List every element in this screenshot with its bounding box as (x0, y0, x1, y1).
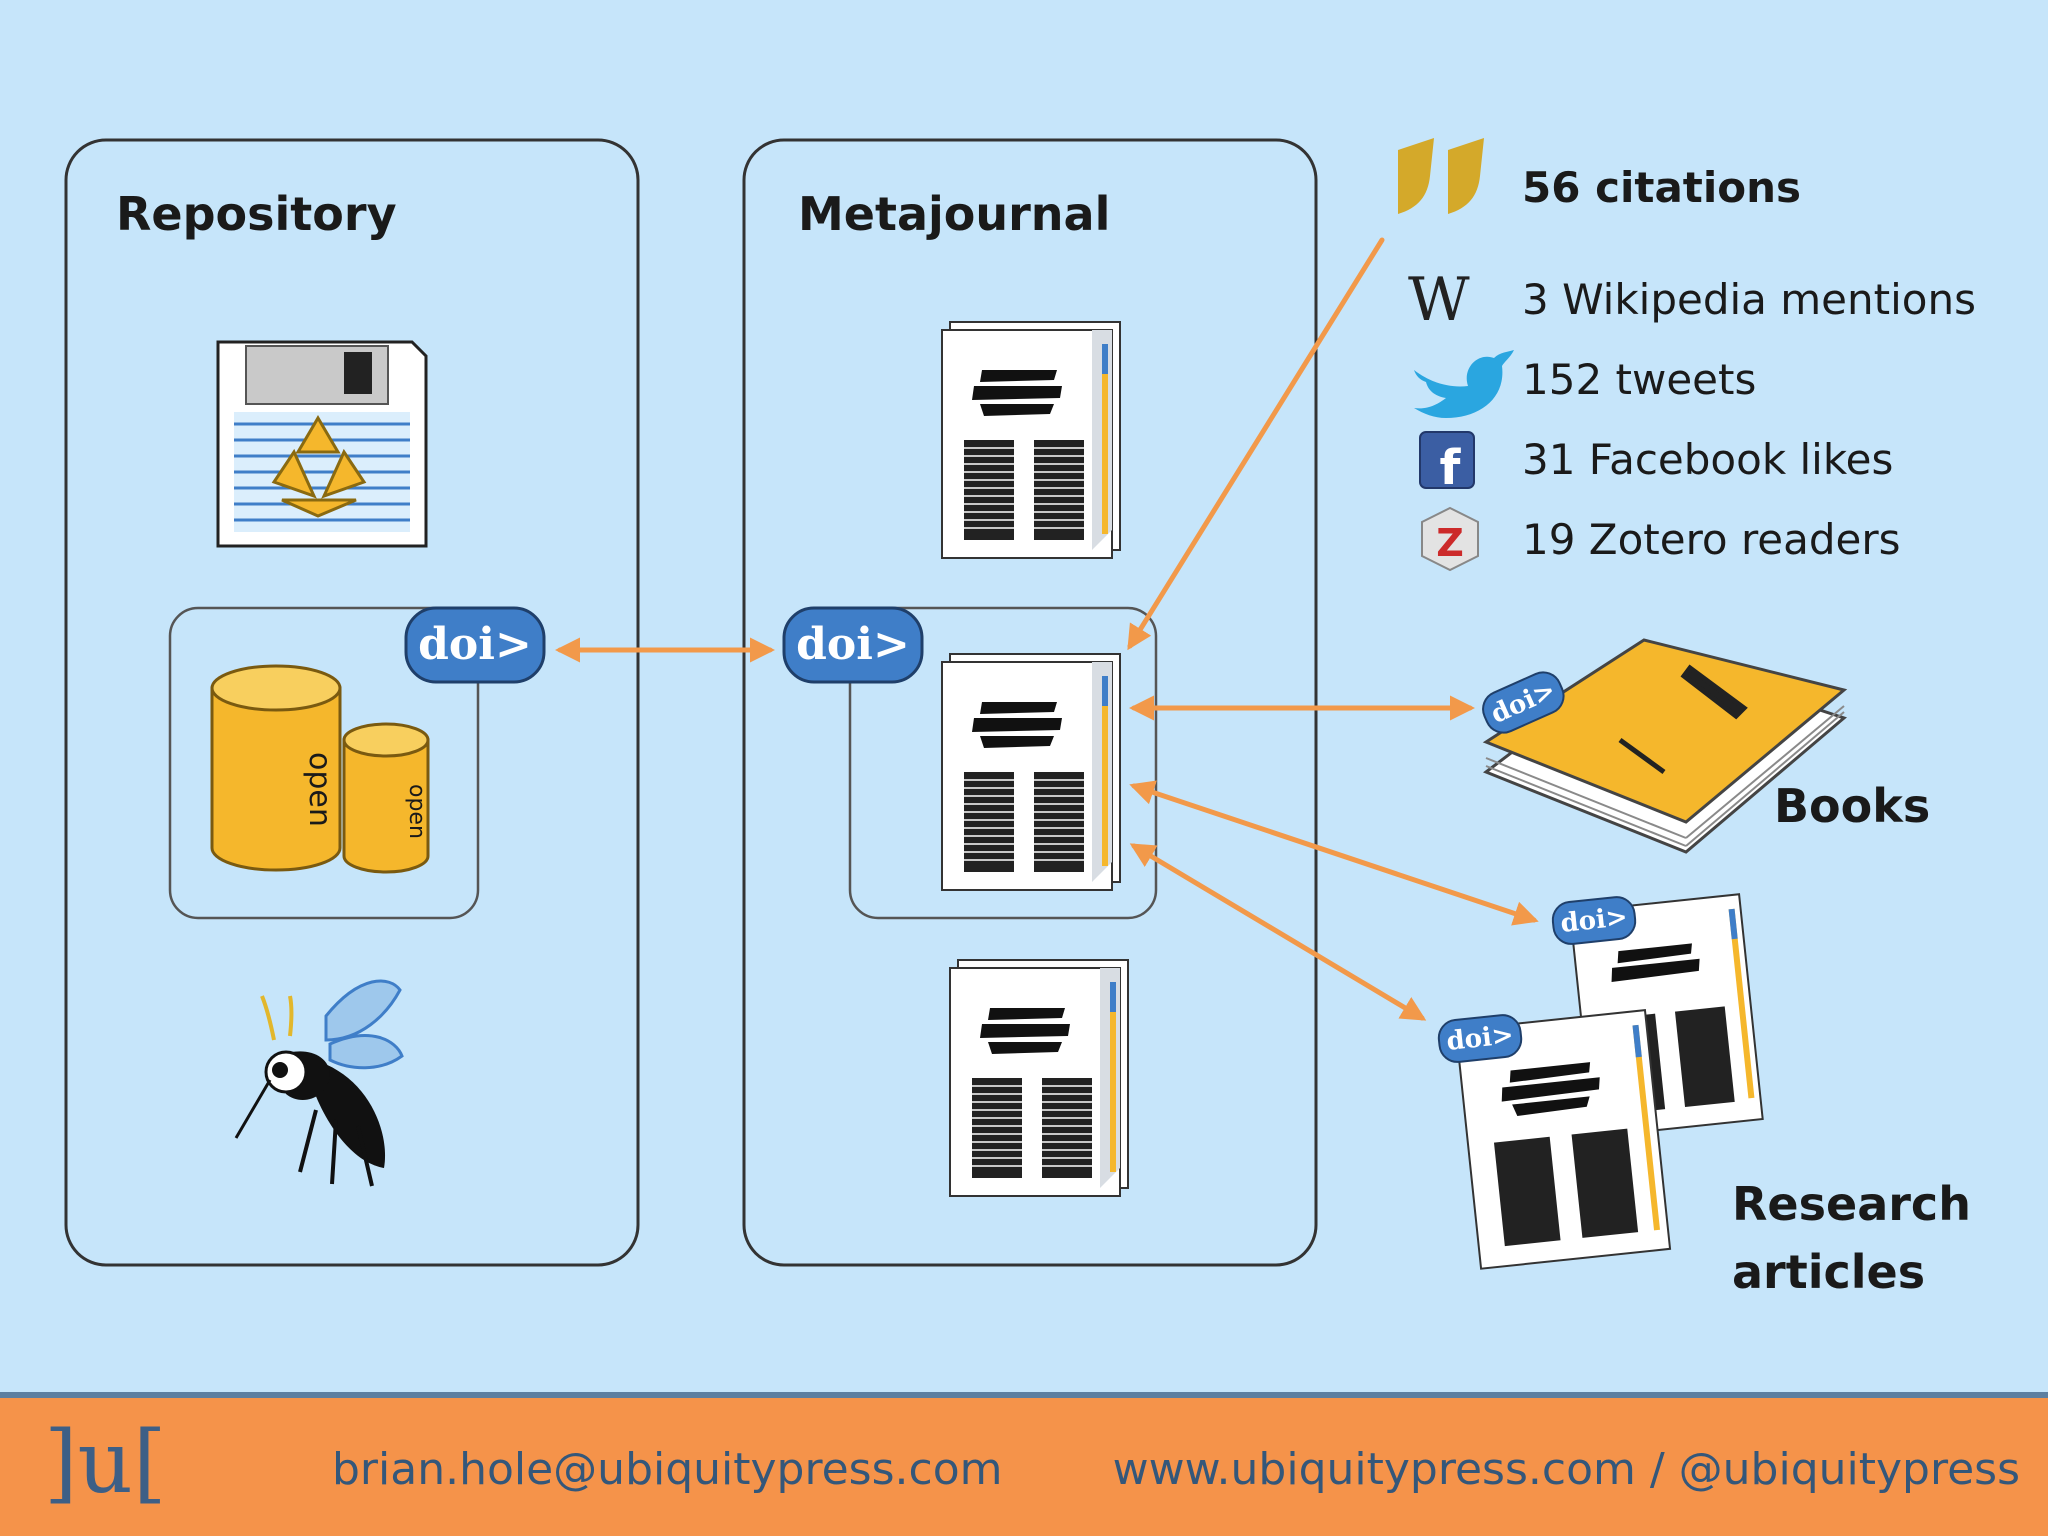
cylinder-label: open (302, 752, 337, 827)
article-doi-badge[interactable]: doi> (1551, 895, 1637, 945)
repository-dataset-box (168, 606, 480, 920)
repository-title: Repository (116, 187, 397, 241)
arrow-article-research-front (1129, 843, 1427, 1021)
metajournal-title: Metajournal (798, 187, 1110, 241)
doi-label: doi> (1445, 1020, 1515, 1057)
metric-facebook: 31 Facebook likes (1522, 435, 1893, 484)
repository-panel (64, 138, 640, 1267)
metric-zotero: 19 Zotero readers (1522, 515, 1901, 564)
metajournal-doi-badge[interactable]: doi> (782, 606, 924, 684)
research-articles-label-line2: articles (1732, 1245, 1925, 1299)
floppy-disk-icon (216, 340, 428, 548)
doi-label: doi> (1559, 902, 1629, 939)
quote-icon (1398, 138, 1484, 214)
zotero-glyph: Z (1436, 521, 1464, 565)
metric-wikipedia: 3 Wikipedia mentions (1522, 275, 1976, 324)
arrow-metrics-article (1127, 237, 1385, 651)
footer-email[interactable]: brian.hole@ubiquitypress.com (332, 1444, 1003, 1495)
footer-website[interactable]: www.ubiquitypress.com / @ubiquitypress (1112, 1444, 2020, 1495)
metajournal-article-center (941, 653, 1121, 891)
cylinder-label-small: open (404, 784, 429, 839)
recycle-icon (271, 415, 367, 518)
footer-bar: ]u[ brian.hole@ubiquitypress.com www.ubi… (0, 1392, 2048, 1536)
twitter-icon (1414, 350, 1514, 418)
arrow-article-research-back (1129, 780, 1539, 926)
books-label: Books (1774, 779, 1930, 833)
research-article-front: doi> (1437, 1009, 1672, 1270)
ubiquity-logo: ]u[ (44, 1413, 167, 1513)
zotero-icon: Z (1421, 506, 1479, 572)
metajournal-article-bottom (949, 959, 1129, 1197)
article-doi-badge[interactable]: doi> (1437, 1013, 1523, 1063)
metric-tweets: 152 tweets (1522, 355, 1756, 404)
facebook-glyph: f (1440, 440, 1462, 496)
book-icon: doi> (1482, 638, 1848, 854)
mosquito-icon (234, 979, 404, 1187)
doi-label: doi> (418, 619, 532, 670)
facebook-icon: f (1419, 431, 1475, 496)
research-articles-label-line1: Research (1732, 1177, 1971, 1231)
metajournal-article-top (941, 321, 1121, 559)
metric-citations: 56 citations (1522, 163, 1801, 212)
doi-label: doi> (796, 619, 910, 670)
repository-doi-badge[interactable]: doi> (404, 606, 546, 684)
diagram-canvas: Repository Metajournal open open doi> (64, 138, 1976, 1299)
wikipedia-icon: W (1408, 265, 1470, 335)
database-cylinders-icon: open open (210, 664, 430, 874)
metajournal-article-box (848, 606, 1158, 920)
